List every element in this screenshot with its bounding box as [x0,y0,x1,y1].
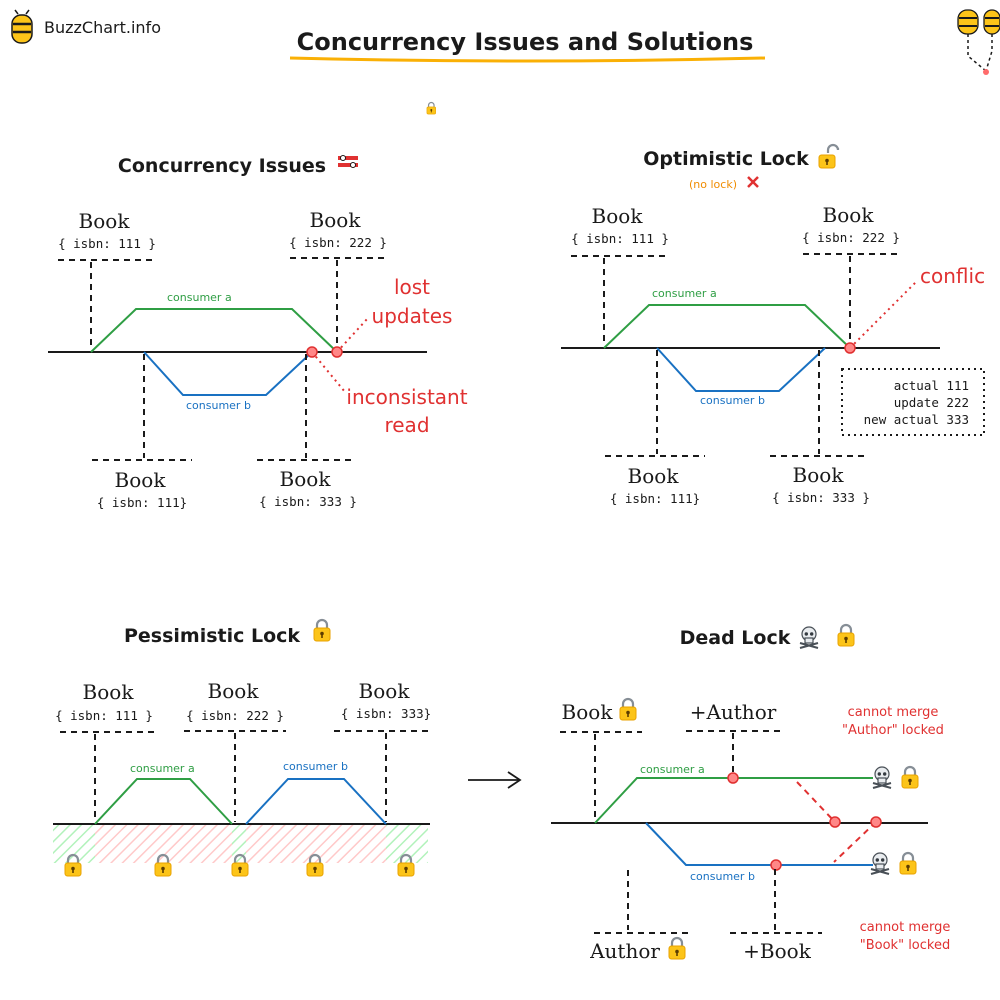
dl-marker-a [727,772,739,784]
pess-isbn-2: { isbn: 222 } [186,708,284,723]
optimistic-subtitle: (no lock) [689,178,737,191]
optimistic-lock-panel: Optimistic Lock (no lock) Book { isbn: 1… [426,101,985,506]
arrow-right-icon [468,771,522,789]
hammer-icon [338,155,358,168]
pess-unlocked-zone-3 [386,825,428,863]
title-underline [289,56,766,63]
issues-consumer-a-line [90,308,338,353]
opt-consumer-b-label: consumer b [700,394,765,407]
pess-locked-zone-2 [246,825,386,863]
issues-consumer-b-label: consumer b [186,399,251,412]
issues-lost-label-2: updates [372,304,453,328]
dl-msg-top-1: cannot merge [848,705,939,720]
cross-icon [747,176,759,188]
dl-author-bottom: Author [589,939,660,963]
opt-book-br: Book [793,463,845,487]
issues-lost-marker [331,346,343,358]
issues-incons-label-2: read [384,413,429,437]
brand-logo[interactable]: BuzzChart.info [11,9,161,44]
dl-consumer-b-line [645,822,873,866]
lock-icon [312,618,332,643]
opt-book-bl: Book [628,464,680,488]
issues-isbn-tr: { isbn: 222 } [289,235,387,250]
pess-unlocked-zone-2 [232,825,246,863]
opt-consumer-b-line [656,347,826,392]
issues-book-tr: Book [310,208,362,232]
skull-icon [870,852,890,875]
opt-box-line3: new actual 333 [864,412,969,427]
deadlock-panel: Dead Lock Book +Author consumer a consum… [551,623,951,963]
opt-box-line1: actual 111 [894,378,969,393]
lock-icon [900,765,920,790]
pess-consumer-a-label: consumer a [130,762,195,775]
unlock-icon [817,143,840,170]
opt-consumer-a-label: consumer a [652,287,717,300]
opt-isbn-bl: { isbn: 111} [610,491,700,506]
pess-consumer-b-line [245,778,387,825]
dl-book-top: Book [562,700,614,724]
opt-consumer-a-line [603,304,851,349]
issues-book-tl: Book [79,209,131,233]
bee-logo-icon [11,9,33,44]
lock-icon [898,851,918,876]
concurrency-issues-panel: Concurrency Issues Book { isbn: 111 } Bo… [48,155,468,510]
issues-book-br: Book [280,467,332,491]
pess-locked-zone-1 [95,825,232,863]
opt-conflict-marker [844,342,856,354]
skull-icon [799,626,819,649]
pess-book-1: Book [83,680,135,704]
dl-marker-mid-2 [870,816,882,828]
bees-mascot-icon [957,9,1000,75]
opt-version-box [841,368,985,436]
pessimistic-lock-panel: Pessimistic Lock Book { isbn: 111 } Book… [53,618,431,878]
optimistic-title: Optimistic Lock [643,148,809,170]
issues-isbn-tl: { isbn: 111 } [58,236,156,251]
pess-isbn-1: { isbn: 111 } [55,708,153,723]
page-title: Concurrency Issues and Solutions [297,28,754,56]
opt-isbn-tl: { isbn: 111 } [571,231,669,246]
dl-msg-bottom-1: cannot merge [860,920,951,935]
dl-marker-b [770,859,782,871]
issues-isbn-br: { isbn: 333 } [259,494,357,509]
issues-isbn-bl: { isbn: 111} [97,495,187,510]
pess-isbn-3: { isbn: 333} [341,706,431,721]
dl-consumer-a-line [594,777,873,824]
opt-book-tr: Book [823,203,875,227]
opt-book-tl: Book [592,204,644,228]
pess-consumer-b-label: consumer b [283,760,348,773]
pess-title: Pessimistic Lock [124,625,300,647]
skull-icon [872,766,892,789]
dl-consumer-a-label: consumer a [640,763,705,776]
logo-text: BuzzChart.info [44,18,161,37]
opt-box-line2: update 222 [894,395,969,410]
deadlock-title: Dead Lock [680,627,791,649]
lock-icon [836,623,856,648]
issues-title: Concurrency Issues [118,155,326,177]
issues-lost-label-1: lost [394,275,430,299]
issues-consumer-a-label: consumer a [167,291,232,304]
opt-isbn-br: { isbn: 333 } [772,490,870,505]
lock-icon [667,936,687,961]
dl-consumer-b-label: consumer b [690,870,755,883]
issues-consumer-b-line [143,351,313,396]
small-lock-icon [426,101,437,115]
pess-consumer-a-line [94,778,233,825]
dl-msg-bottom-2: "Book" locked [860,938,950,953]
issues-book-bl: Book [115,468,167,492]
pess-unlocked-zone-1 [53,825,95,863]
pess-book-3: Book [359,679,411,703]
lock-icon [618,697,638,722]
opt-conflict-label: conflic [920,264,985,288]
dl-book-bottom: +Book [743,939,812,963]
opt-isbn-tr: { isbn: 222 } [802,230,900,245]
dl-msg-top-2: "Author" locked [842,723,944,738]
dl-author-top: +Author [690,700,777,724]
issues-inconsistent-marker [306,346,318,358]
pess-book-2: Book [208,679,260,703]
dl-marker-mid-1 [829,816,841,828]
issues-incons-label-1: inconsistant [346,385,467,409]
